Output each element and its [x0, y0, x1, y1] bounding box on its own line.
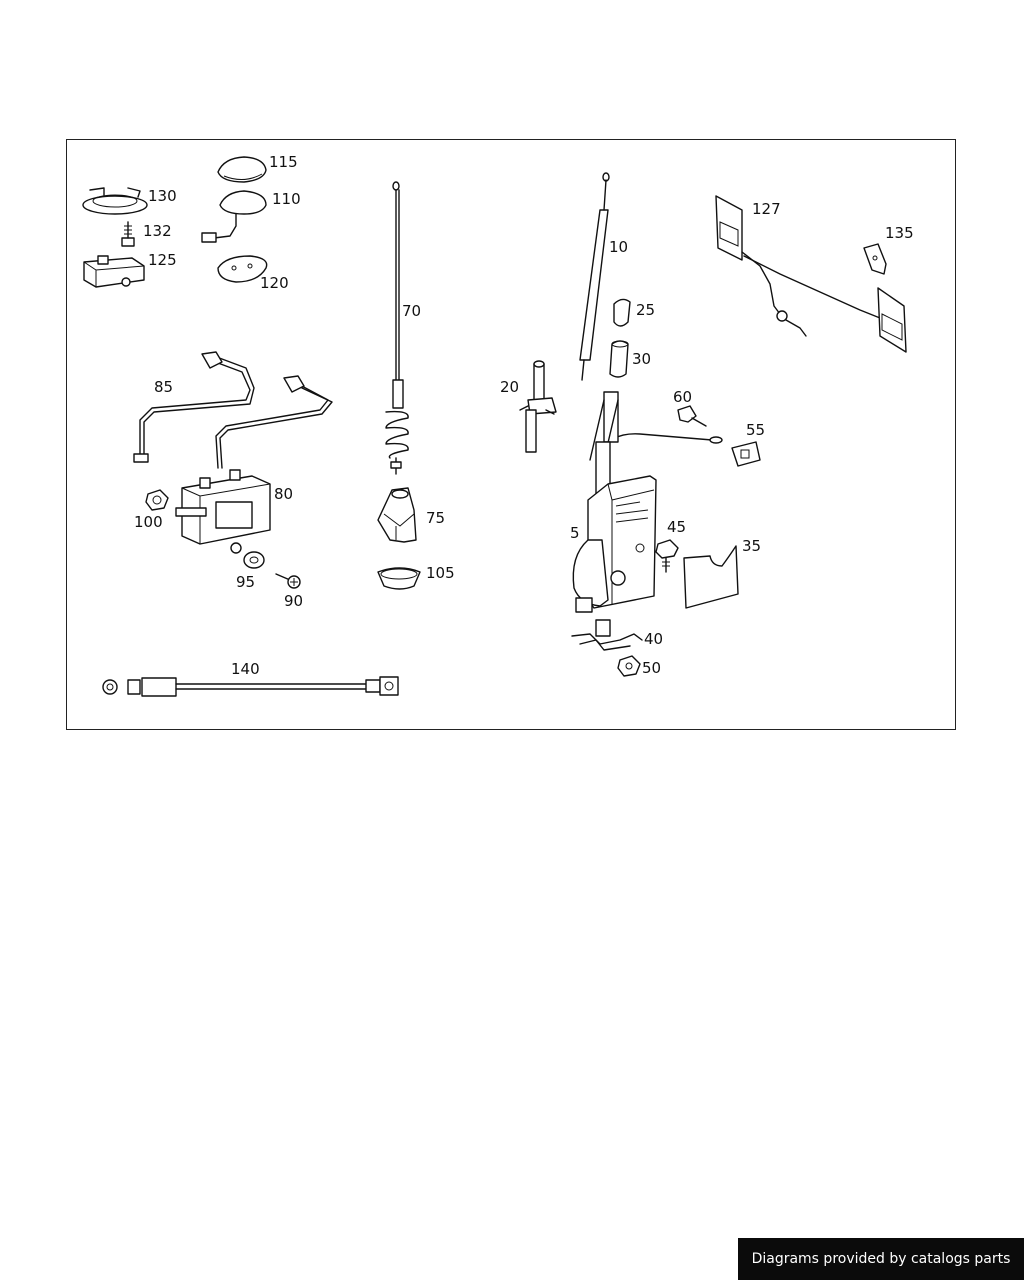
- diagram-credit-banner: Diagrams provided by catalogs parts: [738, 1238, 1024, 1280]
- part-10-mast: [579, 172, 610, 381]
- label-30: 30: [632, 350, 651, 368]
- part-20-nut-assembly: [519, 360, 557, 453]
- part-110-base: [201, 190, 267, 243]
- part-90-screw: [275, 573, 301, 589]
- label-85: 85: [154, 378, 173, 396]
- label-135: 135: [885, 224, 914, 242]
- label-20: 20: [500, 378, 519, 396]
- label-120: 120: [260, 274, 289, 292]
- part-45-bolt: [655, 539, 679, 573]
- part-120-gasket: [217, 255, 268, 283]
- label-80: 80: [274, 485, 293, 503]
- part-40-bracket: [571, 619, 643, 651]
- label-55: 55: [746, 421, 765, 439]
- part-50-nut: [617, 655, 641, 677]
- part-125-connector-block: [83, 255, 145, 288]
- part-130-ring: [82, 187, 148, 215]
- label-125: 125: [148, 251, 177, 269]
- label-50: 50: [642, 659, 661, 677]
- part-132-screw: [121, 221, 135, 247]
- part-95-washer: [243, 551, 265, 569]
- part-105-seal: [377, 567, 421, 590]
- label-105: 105: [426, 564, 455, 582]
- part-140-cable: [102, 676, 399, 697]
- parts-diagram-frame: [66, 139, 956, 730]
- part-75-mount: [377, 487, 417, 543]
- label-110: 110: [272, 190, 301, 208]
- part-55-clip: [731, 441, 761, 467]
- label-130: 130: [148, 187, 177, 205]
- part-127-window-antenna: [715, 195, 907, 353]
- part-5-motor-antenna: [572, 391, 657, 613]
- label-75: 75: [426, 509, 445, 527]
- part-135-terminal: [863, 243, 887, 275]
- part-70-whip-antenna: [385, 181, 409, 475]
- label-40: 40: [644, 630, 663, 648]
- label-132: 132: [143, 222, 172, 240]
- part-80-amplifier: [175, 469, 271, 554]
- label-115: 115: [269, 153, 298, 171]
- label-25: 25: [636, 301, 655, 319]
- label-45: 45: [667, 518, 686, 536]
- part-115-cap: [217, 156, 267, 183]
- part-100-nut: [145, 489, 169, 511]
- label-100: 100: [134, 513, 163, 531]
- label-70: 70: [402, 302, 421, 320]
- part-35-gasket: [683, 545, 739, 609]
- part-30-bushing: [609, 340, 629, 378]
- label-95: 95: [236, 573, 255, 591]
- label-60: 60: [673, 388, 692, 406]
- label-10: 10: [609, 238, 628, 256]
- part-25-sleeve: [613, 298, 631, 327]
- label-35: 35: [742, 537, 761, 555]
- label-140: 140: [231, 660, 260, 678]
- label-5: 5: [570, 524, 580, 542]
- label-127: 127: [752, 200, 781, 218]
- part-85-cable: [133, 351, 333, 469]
- label-90: 90: [284, 592, 303, 610]
